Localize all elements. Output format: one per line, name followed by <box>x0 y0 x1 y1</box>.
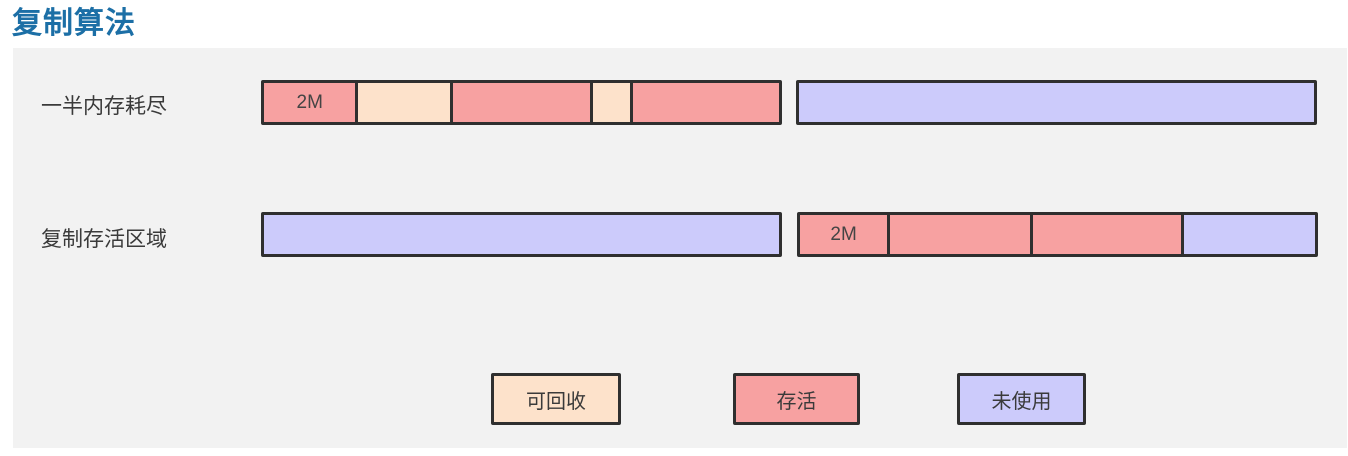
memory-block-unused <box>799 83 1314 122</box>
row1-left-half-memory: 2M <box>261 80 782 125</box>
legend-reclaimable: 可回收 <box>491 373 621 425</box>
row-label-copy-alive: 复制存活区域 <box>41 227 167 251</box>
memory-block-alive: 2M <box>264 83 356 122</box>
row-label-half-exhausted: 一半内存耗尽 <box>41 94 167 118</box>
legend-alive: 存活 <box>733 373 860 425</box>
memory-block-alive <box>449 83 591 122</box>
memory-block-unused <box>264 215 779 254</box>
memory-block-alive <box>629 83 779 122</box>
diagram-panel: 一半内存耗尽 2M 复制存活区域 2M 可回收 存活 未使用 <box>13 48 1347 448</box>
legend-unused-label: 未使用 <box>991 388 1052 413</box>
page-title: 复制算法 <box>12 6 136 41</box>
row1-right-half-memory <box>796 80 1317 125</box>
row2-right-half-memory: 2M <box>797 212 1318 257</box>
memory-block-reclaimable <box>590 83 630 122</box>
memory-block-reclaimable <box>355 83 450 122</box>
legend-reclaimable-label: 可回收 <box>526 388 586 413</box>
memory-block-alive <box>887 215 1030 254</box>
row2-left-half-memory <box>261 212 782 257</box>
memory-block-alive: 2M <box>800 215 888 254</box>
memory-block-alive <box>1029 215 1182 254</box>
legend-unused: 未使用 <box>957 373 1086 425</box>
memory-block-unused <box>1181 215 1315 254</box>
legend-alive-label: 存活 <box>776 388 817 413</box>
